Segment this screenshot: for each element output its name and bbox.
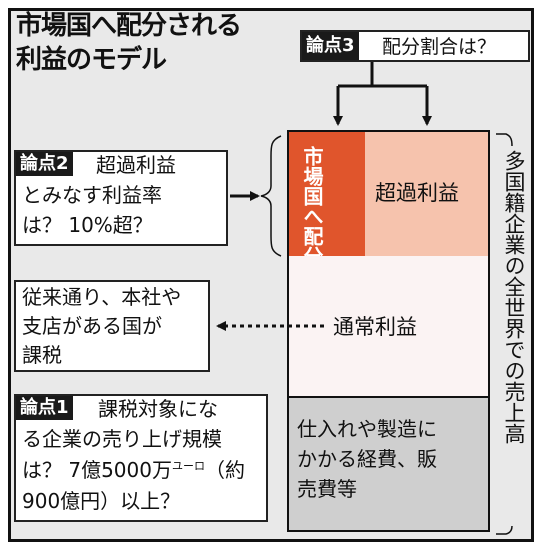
market-allocation-block: 市場国へ配分 — [287, 130, 367, 266]
point2-line-3: は？ 10%超？ — [22, 213, 153, 237]
point1-line-2: る企業の売り上げ規模 — [22, 427, 222, 451]
conventional-line-1: 従来通り、本社や — [22, 285, 182, 309]
point2-line-2: とみなす利益率 — [22, 183, 162, 207]
market-allocation-label: 市場国へ配分 — [300, 146, 324, 266]
costs-line-3: 売費等 — [297, 477, 357, 501]
point1-line-3-unit: ユーロ — [171, 459, 205, 473]
point1-tag: 論点1 — [16, 396, 73, 420]
point1-box: 論点1 課税対象にな る企業の売り上げ規模 は？ 7億5000万ユーロ（約 90… — [14, 394, 268, 522]
costs-block: 仕入れや製造に かかる経費、販 売費等 — [287, 396, 490, 532]
point2-line-1: 超過利益 — [96, 153, 176, 177]
conventional-box: 従来通り、本社や 支店がある国が 課税 — [14, 280, 210, 372]
point1-line-4: 900億円）以上？ — [22, 489, 181, 513]
costs-line-1: 仕入れや製造に — [297, 417, 437, 441]
point1-line-3-end: （約 — [204, 458, 245, 482]
point1-line-1: 課税対象にな — [98, 397, 218, 421]
point1-line-3: は？ 7億5000万ユーロ（約 — [22, 457, 245, 483]
point3-box: 論点3 配分割合は？ — [300, 30, 530, 62]
total-revenue-bracket — [496, 133, 513, 535]
conventional-line-2: 支店がある国が — [22, 314, 162, 338]
normal-profit-label: 通常利益 — [333, 315, 417, 339]
point1-line-3-main: は？ 7億5000万 — [22, 458, 172, 482]
costs-line-2: かかる経費、販 — [297, 447, 437, 471]
point2-tag: 論点2 — [16, 152, 73, 176]
excess-bracket-left — [260, 135, 282, 257]
excess-profit-label: 超過利益 — [375, 181, 459, 205]
conventional-line-3: 課税 — [22, 343, 62, 367]
excess-profit-block: 超過利益 — [365, 130, 490, 258]
title-line-1: 市場国へ配分される — [16, 11, 242, 41]
point3-tag: 論点3 — [302, 32, 359, 60]
title-line-2: 利益のモデル — [16, 45, 167, 75]
side-label-total-revenue: 多国籍企業の全世界での売上高 — [502, 150, 526, 444]
point3-text: 配分割合は？ — [382, 36, 497, 58]
point2-box: 論点2 超過利益 とみなす利益率 は？ 10%超？ — [14, 150, 228, 246]
